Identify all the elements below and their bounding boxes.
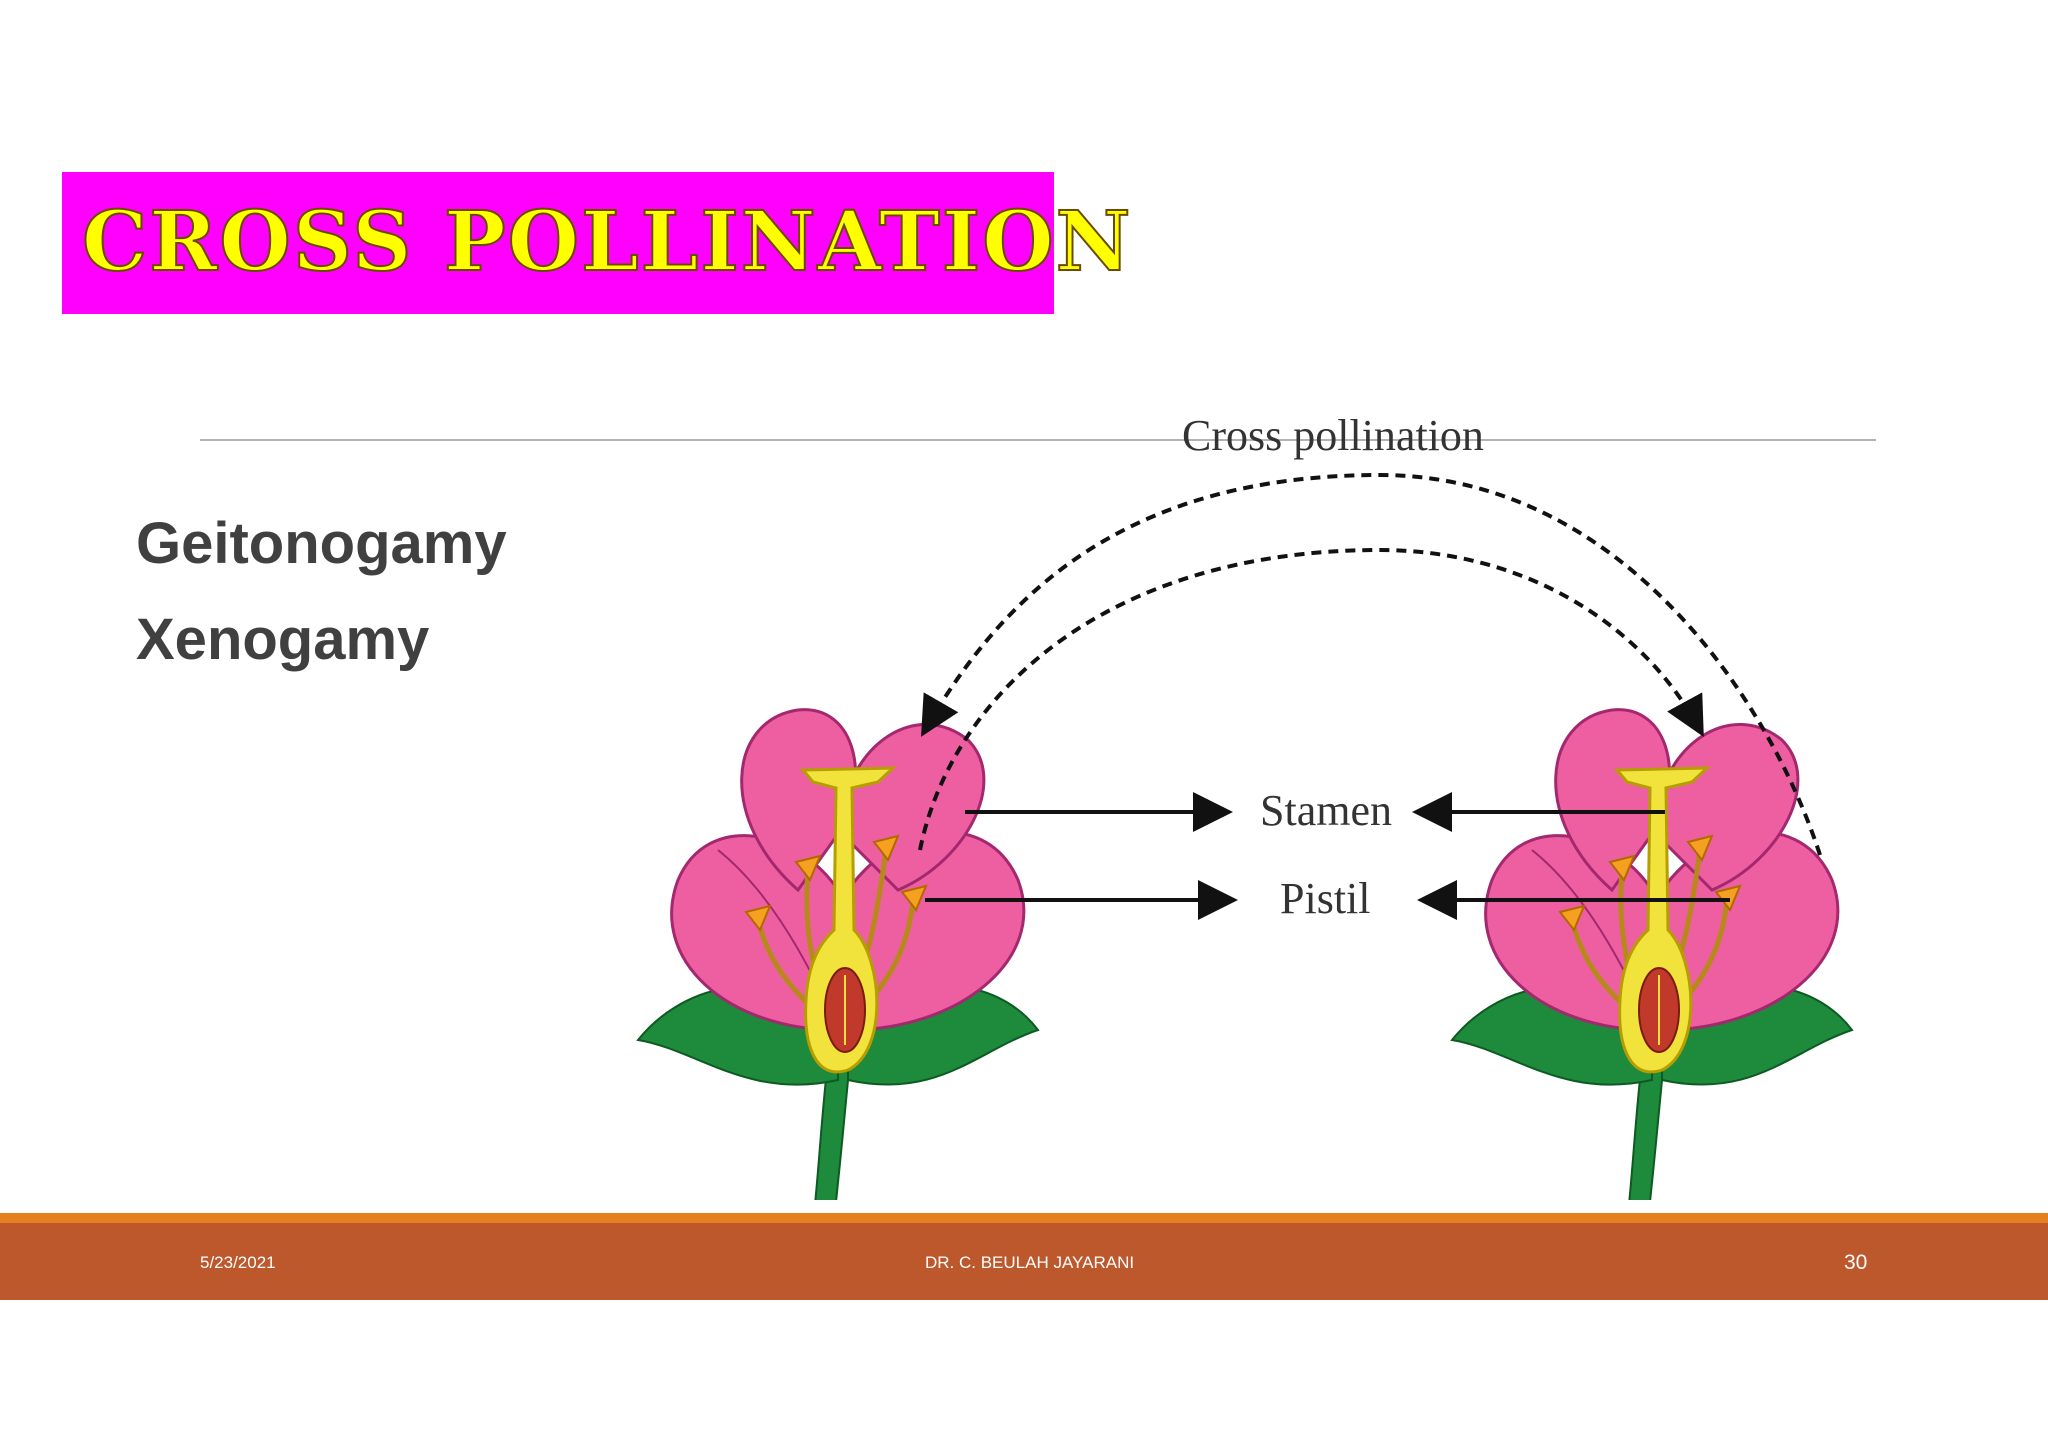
- footer-accent-bar: [0, 1213, 2048, 1223]
- footer-date: 5/23/2021: [200, 1253, 276, 1272]
- pistil-label: Pistil: [1280, 874, 1371, 923]
- bullet-xenogamy: Xenogamy: [136, 607, 430, 672]
- diagram-svg: [620, 472, 2040, 1200]
- title-banner: CROSS POLLINATION: [62, 172, 1132, 314]
- flower-left: [638, 710, 1038, 1200]
- bullet-geitonogamy: Geitonogamy: [136, 511, 507, 576]
- bullet-list: Geitonogamy Xenogamy: [136, 505, 507, 697]
- stamen-label: Stamen: [1260, 786, 1392, 835]
- cross-pollination-diagram: Cross pollination Stamen Pistil: [620, 400, 2040, 1200]
- footer-bar: 5/23/2021 DR. C. BEULAH JAYARANI 30: [0, 1223, 2048, 1300]
- arc-outer: [921, 472, 1822, 856]
- slide-title: CROSS POLLINATION: [81, 193, 1133, 291]
- page-number: 30: [1844, 1251, 1868, 1274]
- cross-pollination-label: Cross pollination: [1182, 411, 1484, 460]
- footer-author: DR. C. BEULAH JAYARANI: [925, 1253, 1135, 1272]
- arc-inner: [918, 547, 1704, 851]
- title-divider: [200, 439, 1876, 441]
